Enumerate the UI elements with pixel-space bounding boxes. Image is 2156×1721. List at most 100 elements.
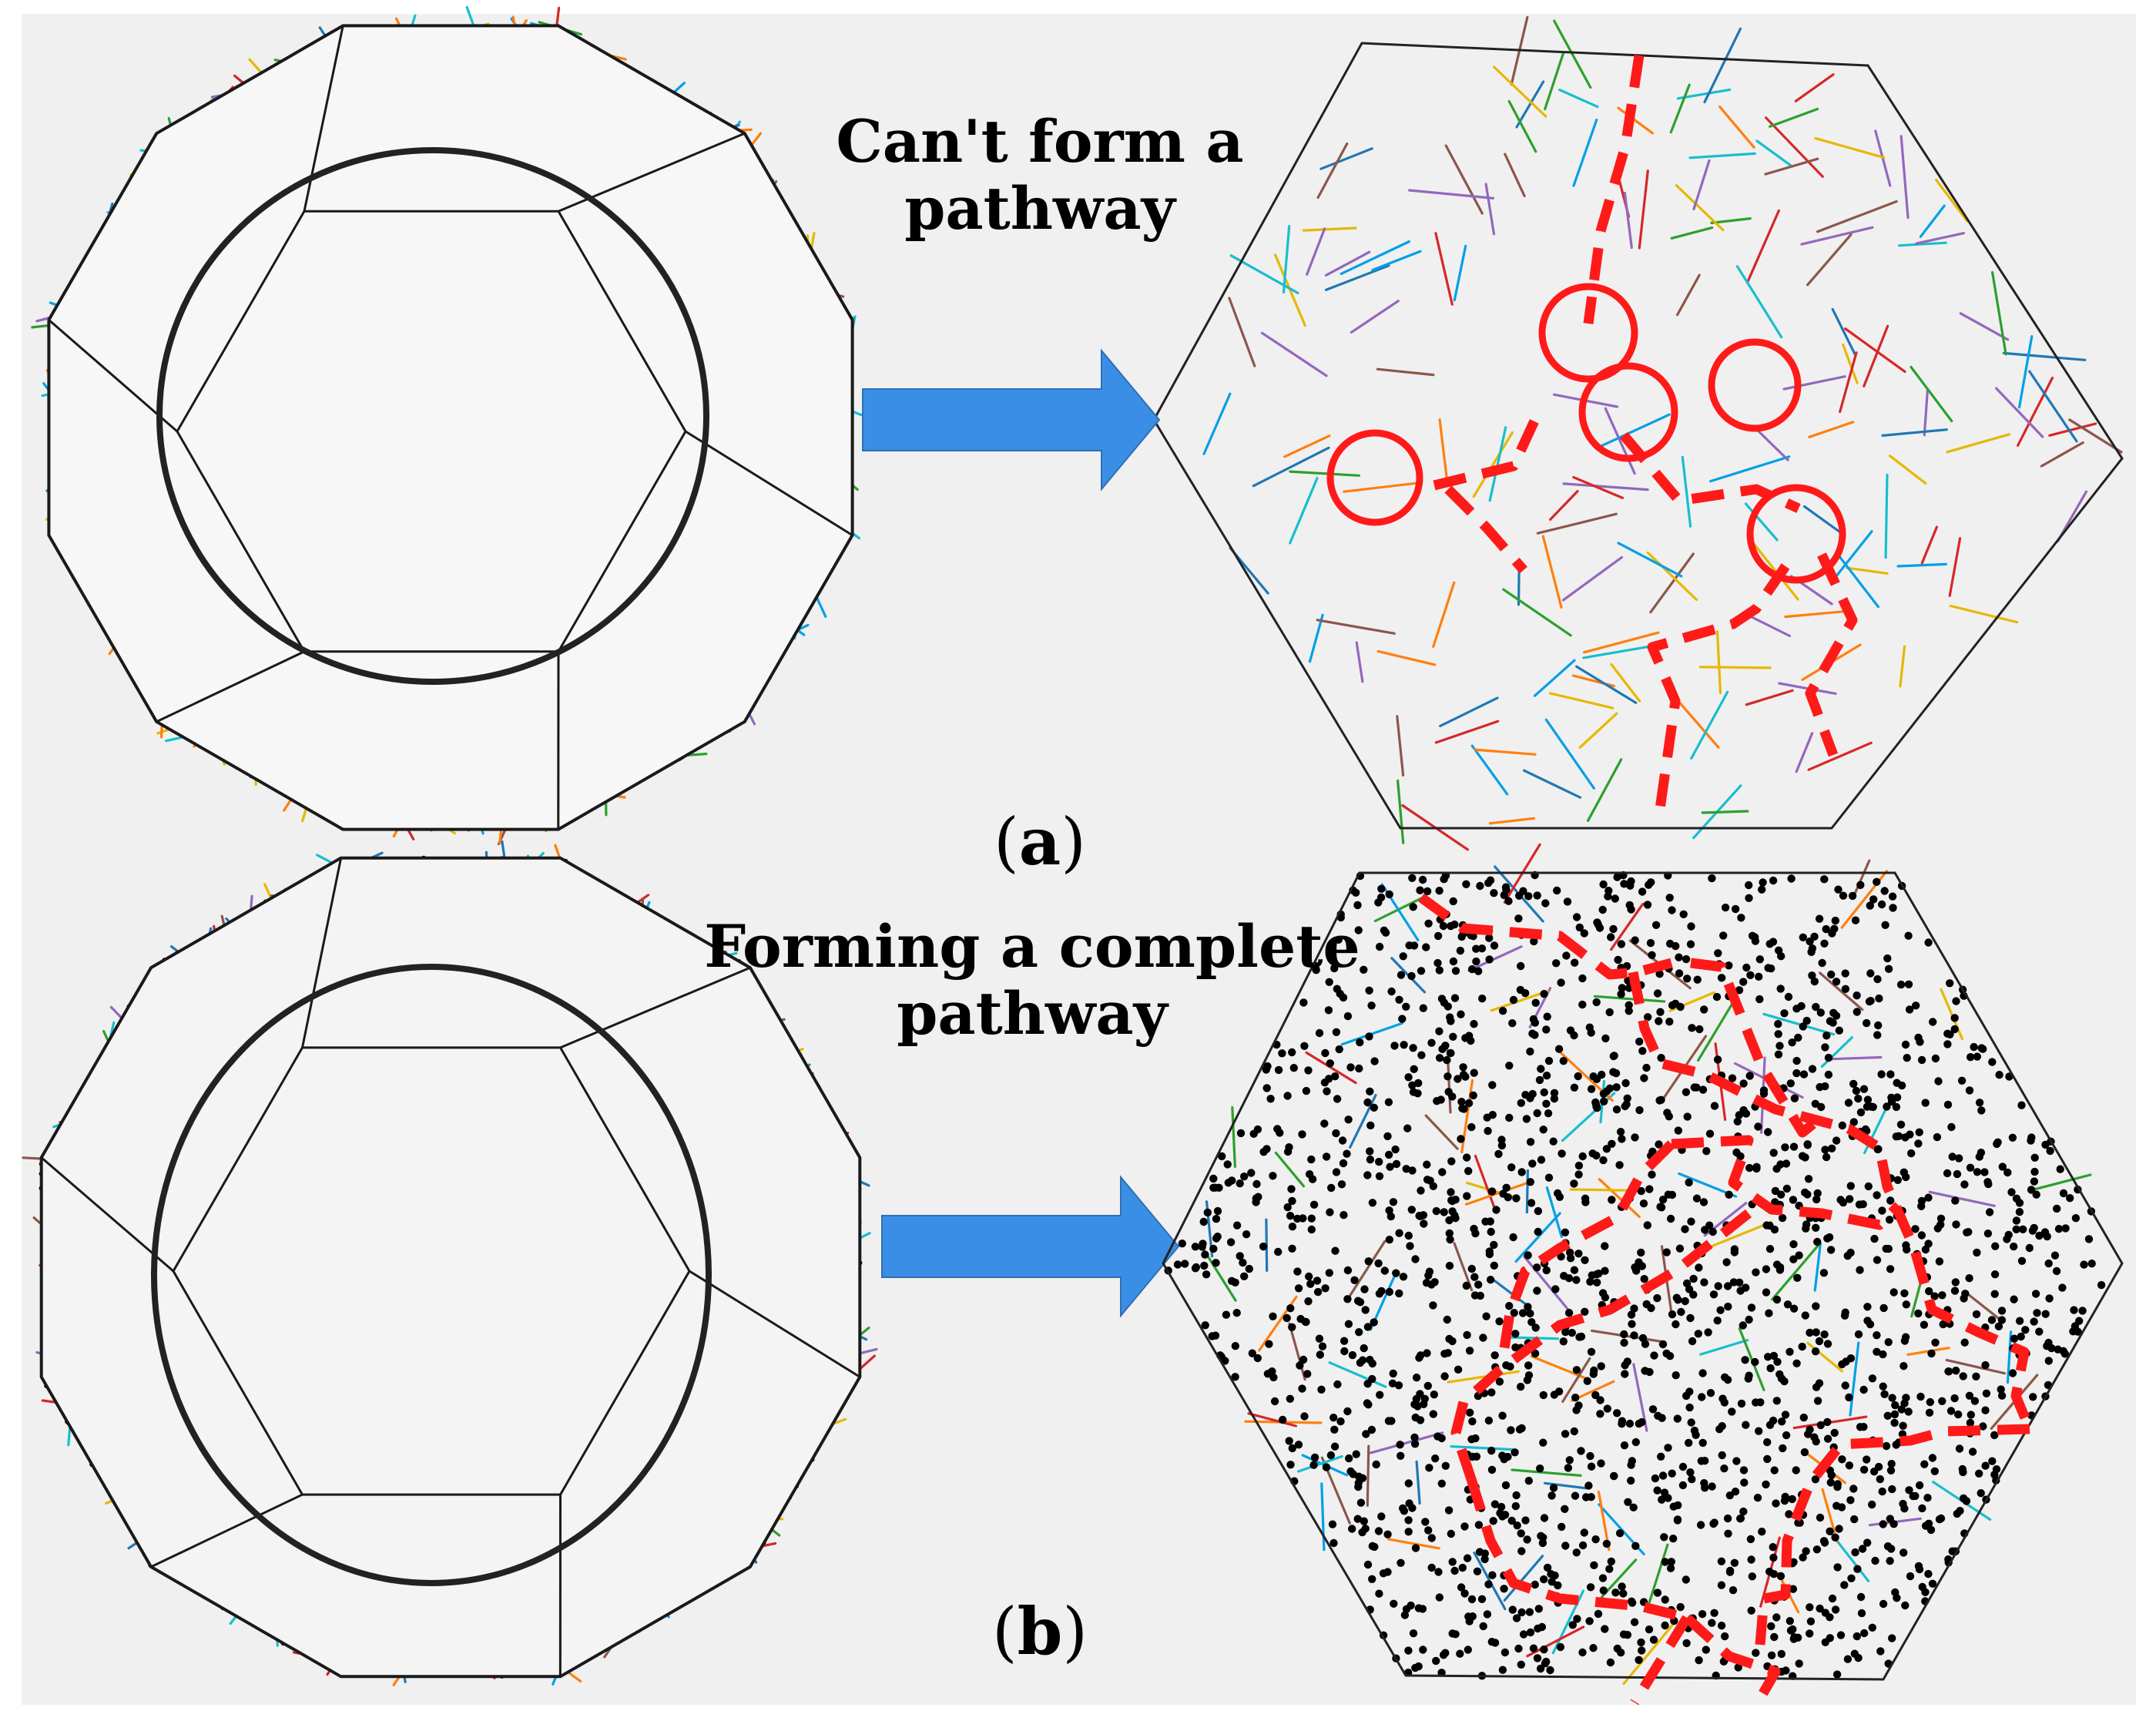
fiber (1438, 418, 1448, 478)
fiber (2028, 370, 2078, 443)
fiber (1474, 748, 1537, 756)
fiber (1755, 139, 1792, 167)
fiber (1813, 1242, 1822, 1292)
fiber (1852, 859, 1871, 899)
fiber (1594, 413, 1671, 450)
fiber (1407, 189, 1495, 200)
fiber (1849, 1341, 1860, 1417)
fiber (1415, 1460, 1421, 1505)
fiber (1949, 604, 2019, 624)
fiber (1328, 1361, 1387, 1388)
fiber (1474, 1154, 1497, 1212)
fiber (1319, 147, 1373, 170)
fiber (1623, 191, 1633, 249)
fiber (1764, 157, 1819, 176)
fiber (1610, 663, 1641, 703)
fiber (1369, 1431, 1444, 1454)
fiber (1709, 455, 1791, 483)
fiber (1794, 73, 1835, 102)
fiber (1669, 83, 1691, 134)
fiber (1561, 1357, 1591, 1403)
fiber (1439, 696, 1499, 728)
fiber (1910, 365, 1953, 423)
fiber (1747, 535, 1799, 601)
fiber (1935, 178, 1969, 223)
fiber (1808, 421, 1855, 438)
fiber (1735, 265, 1783, 339)
fiber (1828, 1055, 1883, 1061)
fiber (1704, 1220, 1773, 1250)
fiber (1765, 116, 1824, 178)
fiber (1959, 312, 2010, 341)
fiber (1434, 232, 1454, 306)
fiber (1816, 200, 1898, 233)
fiber (1915, 232, 1966, 245)
fiber (1288, 1322, 1306, 1381)
fiber (1991, 270, 2007, 356)
fiber (1881, 428, 1948, 438)
fiber (1490, 989, 1550, 1012)
fiber (1899, 645, 1906, 688)
fiber (1231, 1105, 1237, 1169)
fiber (1283, 434, 1331, 458)
fiber (1553, 19, 1592, 89)
fiber (1543, 1481, 1588, 1490)
fiber (1617, 106, 1654, 135)
fiber (2017, 376, 2054, 447)
fiber (1504, 153, 1526, 197)
fiber (1591, 1329, 1667, 1344)
fiber (1582, 631, 1660, 654)
fiber (1522, 769, 1582, 799)
fiber (1488, 426, 1507, 502)
fiber (1355, 641, 1364, 683)
fiber (1549, 489, 1579, 522)
fiber (1701, 810, 1749, 814)
fiber (1795, 732, 1814, 773)
fiber (1302, 226, 1357, 232)
fiber (1470, 744, 1509, 796)
fiber (1316, 619, 1396, 635)
fiber (1541, 535, 1563, 609)
fiber (1572, 118, 1598, 187)
fiber (1690, 690, 1729, 760)
fiber (1601, 1558, 1638, 1599)
fiber (1306, 227, 1326, 276)
fiber (1289, 470, 1361, 477)
fiber (1692, 159, 1711, 210)
fiber (1884, 473, 1889, 559)
fiber (1806, 233, 1853, 287)
fiber (1703, 27, 1742, 104)
fiber (1523, 1255, 1573, 1315)
fiber (1350, 300, 1400, 334)
fiber (1453, 1242, 1474, 1292)
fiber (1561, 555, 1624, 602)
fiber (1320, 1482, 1326, 1552)
fiber (1948, 537, 1962, 598)
fiber (1762, 1012, 1836, 1036)
fiber (1995, 387, 2044, 438)
fiber (1514, 1212, 1561, 1263)
fiber (1472, 431, 1514, 498)
fiber (1296, 1454, 1343, 1473)
fiber (2006, 1330, 2013, 1384)
fiber (1919, 204, 1946, 238)
fiber (1396, 715, 1405, 777)
fiber (1252, 446, 1330, 488)
fiber (1260, 331, 1328, 377)
fiber (1598, 1178, 1641, 1219)
fiber (1376, 649, 1437, 666)
fiber (1844, 327, 1906, 373)
fiber (1806, 1341, 1843, 1373)
fiber (1699, 1338, 1749, 1356)
fiber (1548, 692, 1614, 710)
fiber (1610, 902, 1645, 951)
fiber (2032, 1173, 2092, 1191)
fiber (1836, 552, 1879, 609)
fiber (1920, 525, 1938, 565)
fiber (1202, 392, 1232, 455)
fiber (1228, 297, 1256, 367)
fiber (1744, 502, 1779, 542)
fiber (2048, 422, 2097, 437)
fiber (1488, 817, 1536, 825)
